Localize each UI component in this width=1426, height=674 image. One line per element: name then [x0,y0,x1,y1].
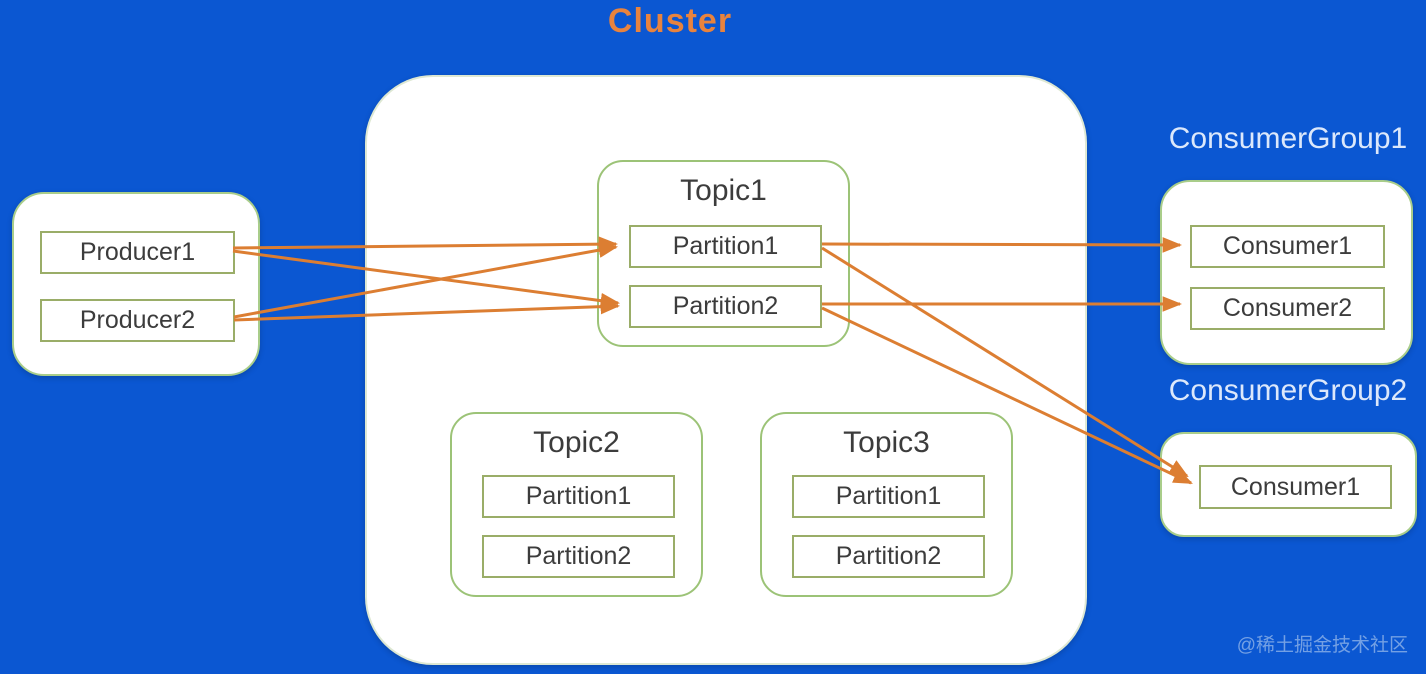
consumergroup2-label: ConsumerGroup2 [1168,374,1408,407]
topic1-partition2-label: Partition2 [672,292,779,320]
topic1-container: Topic1 Partition1 Partition2 [597,160,850,347]
consumergroup1-consumer2-label: Consumer2 [1222,294,1353,322]
consumergroup1-consumer1-label: Consumer1 [1222,232,1353,260]
producer1-label: Producer1 [79,238,196,266]
consumergroup1-container: Consumer1 Consumer2 [1160,180,1413,365]
topic3-partition2-label: Partition2 [835,542,942,570]
topic3-container: Topic3 Partition1 Partition2 [760,412,1013,597]
consumergroup2-consumer1-box: Consumer1 [1199,465,1392,509]
producers-container: Producer1 Producer2 [12,192,260,376]
topic2-title: Topic2 [533,426,620,459]
producer2-label: Producer2 [79,306,196,334]
topic2-partition1-label: Partition1 [525,482,632,510]
topic1-partition2-box: Partition2 [629,285,822,328]
consumergroup2-container: Consumer1 [1160,432,1417,537]
topic2-partition2-box: Partition2 [482,535,675,578]
topic2-container: Topic2 Partition1 Partition2 [450,412,703,597]
consumergroup2-consumer1-label: Consumer1 [1230,472,1361,501]
topic2-partition1-box: Partition1 [482,475,675,518]
topic1-title: Topic1 [680,174,767,207]
producer1-box: Producer1 [40,231,235,274]
topic3-partition2-box: Partition2 [792,535,985,578]
consumergroup1-consumer1-box: Consumer1 [1190,225,1385,268]
topic3-title: Topic3 [843,426,930,459]
watermark: @稀土掘金技术社区 [1236,635,1408,656]
topic1-partition1-label: Partition1 [672,232,779,260]
consumergroup1-label: ConsumerGroup1 [1168,122,1408,155]
topic1-partition1-box: Partition1 [629,225,822,268]
topic3-partition1-label: Partition1 [835,482,942,510]
producer2-box: Producer2 [40,299,235,342]
cluster-title: Cluster [607,2,733,40]
consumergroup1-consumer2-box: Consumer2 [1190,287,1385,330]
topic2-partition2-label: Partition2 [525,542,632,570]
topic3-partition1-box: Partition1 [792,475,985,518]
